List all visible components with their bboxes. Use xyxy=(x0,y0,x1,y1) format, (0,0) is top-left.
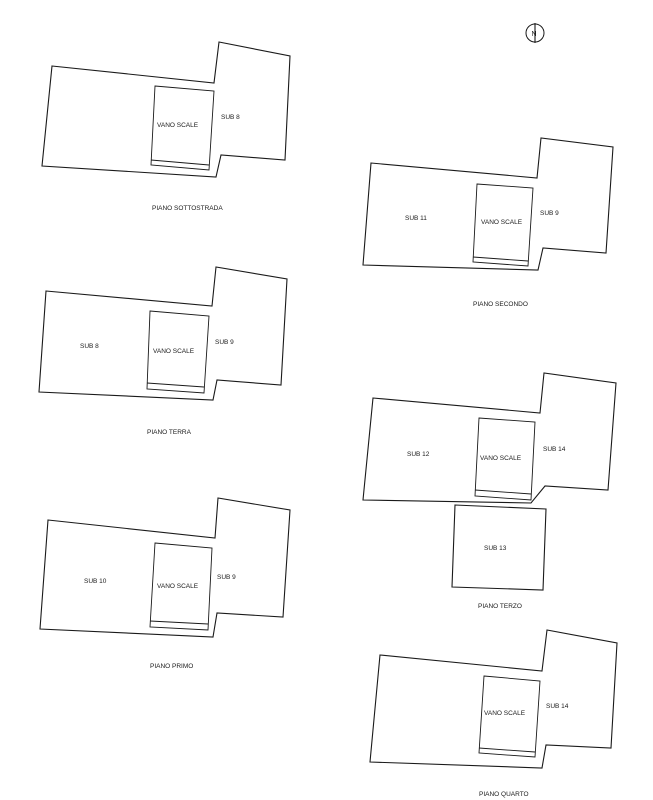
room-label-stair: VANO SCALE xyxy=(157,122,199,129)
floor-title: PIANO TERZO xyxy=(478,603,522,610)
room-label-left: SUB 10 xyxy=(84,578,107,585)
floor-plan-terra: SUB 8 VANO SCALE SUB 9 PIANO TERRA xyxy=(38,266,288,436)
stair-core xyxy=(146,310,210,394)
floor-title: PIANO TERRA xyxy=(147,429,192,436)
room-label-right: SUB 9 xyxy=(215,339,234,346)
building-outline xyxy=(362,372,617,504)
room-label-bottom: SUB 13 xyxy=(484,545,507,552)
annex-outline xyxy=(451,504,547,591)
room-label-stair: VANO SCALE xyxy=(480,455,522,462)
stair-core xyxy=(472,183,534,267)
stair-landing-line xyxy=(474,489,532,495)
building-outline xyxy=(41,41,291,178)
building-outline xyxy=(38,266,288,401)
floor-plan-sottostrada: VANO SCALE SUB 8 PIANO SOTTOSTRADA xyxy=(41,41,291,212)
floor-plan-secondo: SUB 11 VANO SCALE SUB 9 PIANO SECONDO xyxy=(362,137,614,308)
room-label-right: SUB 14 xyxy=(543,446,566,453)
stair-landing-line xyxy=(478,747,536,753)
building-outline xyxy=(39,497,291,638)
room-label-right: SUB 9 xyxy=(217,574,236,581)
room-label-stair: VANO SCALE xyxy=(481,219,523,226)
stair-landing-line xyxy=(472,256,529,262)
floor-plan-terzo: SUB 12 VANO SCALE SUB 14 SUB 13 PIANO TE… xyxy=(362,372,617,610)
north-letter: N xyxy=(532,31,537,38)
stair-landing-line xyxy=(146,382,205,388)
room-label-left: SUB 12 xyxy=(407,451,430,458)
stair-landing-line xyxy=(150,159,210,166)
room-label-left: SUB 8 xyxy=(80,343,99,350)
floor-title: PIANO SOTTOSTRADA xyxy=(152,205,223,212)
stair-core xyxy=(474,417,536,501)
room-label-left: SUB 11 xyxy=(405,215,427,222)
stair-core xyxy=(478,675,541,758)
floor-plan-primo: SUB 10 VANO SCALE SUB 9 PIANO PRIMO xyxy=(39,497,291,670)
room-label-stair: VANO SCALE xyxy=(484,710,526,717)
floor-title: PIANO QUARTO xyxy=(479,791,529,798)
north-arrow-icon: N xyxy=(525,23,545,43)
room-label-right: SUB 14 xyxy=(546,703,569,710)
building-outline xyxy=(369,629,618,769)
room-label-stair: VANO SCALE xyxy=(157,583,199,590)
floor-title: PIANO PRIMO xyxy=(150,663,193,670)
room-label-right: SUB 8 xyxy=(221,114,240,121)
room-label-right: SUB 9 xyxy=(540,210,559,217)
floor-title: PIANO SECONDO xyxy=(473,301,528,308)
room-label-stair: VANO SCALE xyxy=(153,348,195,355)
building-outline xyxy=(362,137,614,271)
stair-core xyxy=(150,85,215,171)
stair-landing-line xyxy=(149,620,209,625)
floor-plan-quarto: VANO SCALE SUB 14 PIANO QUARTO xyxy=(369,629,618,798)
stair-core xyxy=(149,542,213,631)
